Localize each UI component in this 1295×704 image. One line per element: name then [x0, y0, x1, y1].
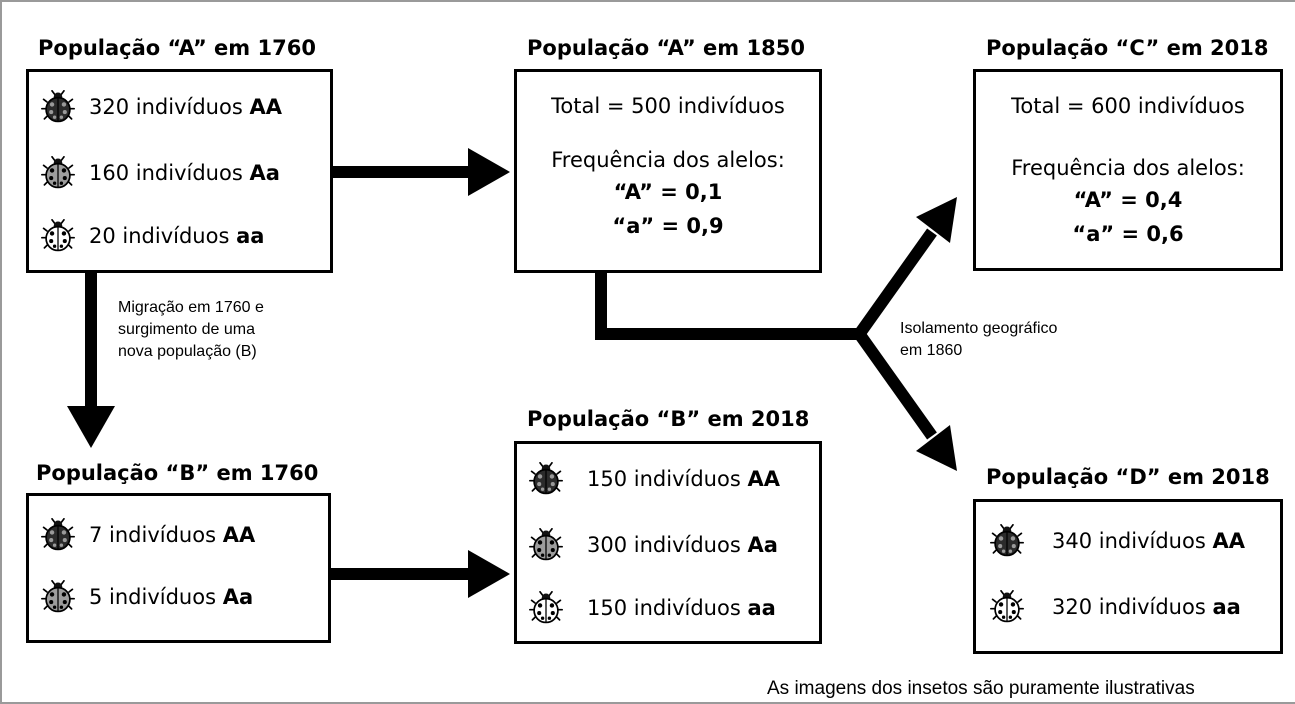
pop-d-2018-title: População “D” em 2018: [986, 465, 1270, 489]
note-line: em 1860: [900, 342, 963, 359]
pop-b-1760-title: População “B” em 1760: [36, 461, 319, 485]
count-label: 150 indivíduos: [587, 467, 741, 491]
count-label: 300 indivíduos: [587, 533, 741, 557]
pop-b-2018-box: 150 indivíduos AA 300 indivíduos Aa 150 …: [514, 441, 822, 644]
list-item: 150 indivíduos aa: [529, 591, 776, 625]
white-ladybug-icon: [529, 591, 563, 624]
pop-a-1760-box: 320 indivíduos AA 160 indivíduos Aa 20 i…: [26, 69, 333, 273]
list-item: 320 indivíduos AA: [41, 90, 282, 124]
note-line: Isolamento geográfico: [900, 320, 1058, 337]
pop-b-2018-title: População “B” em 2018: [527, 407, 810, 431]
pop-d-2018-box: 340 indivíduos AA 320 indivíduos aa: [973, 499, 1283, 654]
pop-a-1760-title: População “A” em 1760: [38, 36, 316, 60]
genotype-label: aa: [236, 224, 265, 248]
count-label: 5 indivíduos: [89, 585, 217, 609]
white-ladybug-icon: [990, 590, 1024, 623]
note-line: nova população (B): [118, 343, 257, 360]
total-label: Total = 600 indivíduos: [1011, 94, 1245, 118]
total-label: Total = 500 indivíduos: [551, 94, 785, 118]
list-item: 20 indivíduos aa: [41, 219, 264, 253]
count-label: 160 indivíduos: [89, 161, 243, 185]
genotype-label: AA: [1212, 529, 1245, 553]
freq-a-lower-label: “a” = 0,9: [612, 214, 724, 238]
pop-c-2018-title: População “C” em 2018: [986, 36, 1269, 60]
gray-ladybug-icon: [529, 528, 563, 561]
count-label: 320 indivíduos: [1052, 595, 1206, 619]
connector-a1850-to-split: [595, 273, 860, 340]
freq-label: Frequência dos alelos:: [551, 148, 785, 172]
arrow-a1760-to-a1850: [333, 148, 510, 196]
arrow-split-to-d2018: [853, 328, 957, 471]
count-label: 20 indivíduos: [89, 224, 230, 248]
count-label: 320 indivíduos: [89, 95, 243, 119]
genotype-label: Aa: [747, 533, 778, 557]
freq-a-lower-label: “a” = 0,6: [1072, 222, 1184, 246]
list-item: 5 indivíduos Aa: [41, 580, 253, 614]
pop-a-1850-box: Total = 500 indivíduos Frequência dos al…: [514, 69, 822, 273]
arrow-a1760-to-b1760: [67, 272, 115, 448]
genotype-label: Aa: [249, 161, 280, 185]
white-ladybug-icon: [41, 219, 75, 252]
arrow-split-to-c2018: [853, 197, 957, 340]
gray-ladybug-icon: [41, 580, 75, 613]
dark-ladybug-icon: [41, 518, 75, 551]
freq-label: Frequência dos alelos:: [1011, 156, 1245, 180]
list-item: 300 indivíduos Aa: [529, 528, 778, 562]
list-item: 160 indivíduos Aa: [41, 156, 280, 190]
list-item: 150 indivíduos AA: [529, 462, 780, 496]
freq-a-upper-label: “A” = 0,1: [613, 180, 723, 204]
dark-ladybug-icon: [41, 90, 75, 123]
genotype-label: AA: [249, 95, 282, 119]
note-line: surgimento de uma: [118, 321, 255, 338]
genotype-label: aa: [1212, 595, 1241, 619]
count-label: 150 indivíduos: [587, 596, 741, 620]
genotype-label: aa: [747, 596, 776, 620]
dark-ladybug-icon: [990, 524, 1024, 557]
dark-ladybug-icon: [529, 462, 563, 495]
count-label: 340 indivíduos: [1052, 529, 1206, 553]
list-item: 7 indivíduos AA: [41, 518, 255, 552]
genotype-label: AA: [747, 467, 780, 491]
illustration-credit: As imagens dos insetos são puramente ilu…: [767, 678, 1195, 699]
isolation-note: Isolamento geográfico em 1860: [900, 318, 1057, 362]
pop-a-1850-title: População “A” em 1850: [527, 36, 805, 60]
freq-a-upper-label: “A” = 0,4: [1073, 188, 1183, 212]
genotype-label: AA: [222, 523, 256, 547]
list-item: 340 indivíduos AA: [990, 524, 1245, 558]
note-line: Migração em 1760 e: [118, 299, 264, 316]
list-item: 320 indivíduos aa: [990, 590, 1241, 624]
pop-c-2018-box: Total = 600 indivíduos Frequência dos al…: [973, 69, 1283, 271]
arrow-b1760-to-b2018: [331, 550, 510, 598]
count-label: 7 indivíduos: [89, 523, 217, 547]
pop-b-1760-box: 7 indivíduos AA 5 indivíduos Aa: [26, 493, 331, 643]
gray-ladybug-icon: [41, 156, 75, 189]
genotype-label: Aa: [222, 585, 254, 609]
migration-note: Migração em 1760 e surgimento de uma nov…: [118, 297, 264, 363]
